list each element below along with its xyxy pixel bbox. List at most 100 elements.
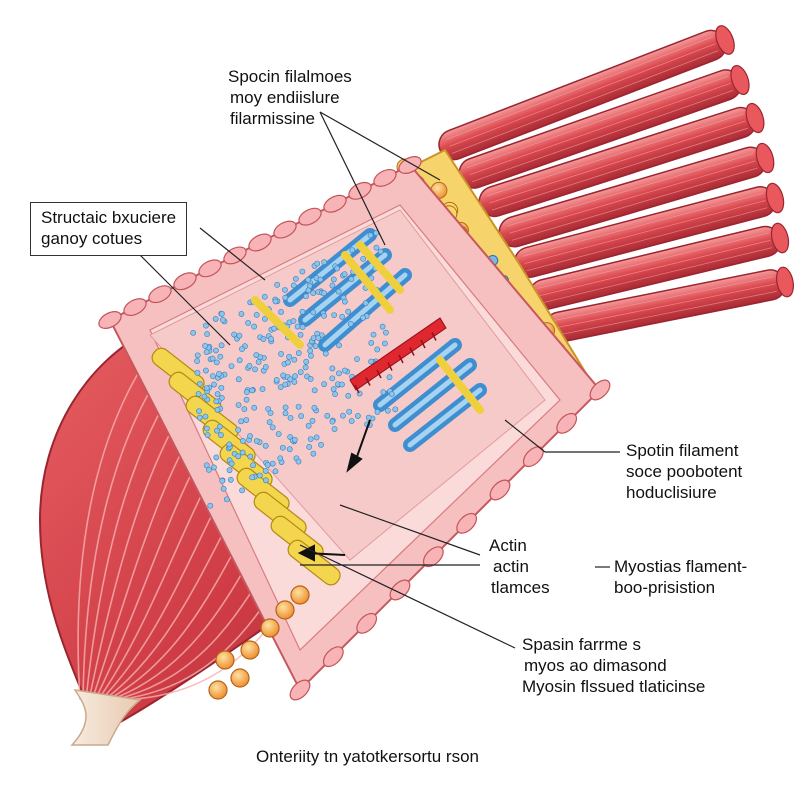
actin-dot <box>331 312 338 319</box>
fiber-end <box>730 64 750 96</box>
actin-dot <box>330 386 337 393</box>
actin-dot <box>329 375 336 382</box>
actin-dot <box>213 398 220 405</box>
actin-dot <box>272 298 279 305</box>
actin-dot <box>318 441 324 448</box>
myosin-rod <box>341 251 394 314</box>
actin-dot <box>226 467 233 474</box>
actin-dot <box>368 358 374 365</box>
actin-dot <box>249 387 256 394</box>
actin-dot <box>190 329 197 336</box>
actin-dot <box>282 287 288 293</box>
actin-dot <box>339 313 346 320</box>
fiber-striation <box>507 153 754 227</box>
actin-dot <box>214 391 221 397</box>
actin-dot <box>286 353 293 360</box>
actin-dot <box>236 357 243 364</box>
membrane-cell <box>522 446 544 468</box>
actin-dot <box>305 422 312 429</box>
actin-dot <box>299 308 306 315</box>
label-actin-line-3: tlamces <box>491 578 550 597</box>
myofibril-region <box>149 209 546 586</box>
actin-dot <box>204 432 211 439</box>
actin-dot <box>354 356 360 363</box>
label-spasin: Spasin farrme s myos ao dimasond Myosin … <box>522 634 705 697</box>
membrane-cell <box>148 285 172 304</box>
actin-dot <box>287 414 294 421</box>
muscle-fiber <box>528 222 790 311</box>
actin-dot <box>348 276 355 282</box>
actin-dot <box>360 314 366 321</box>
label-spotin-line-1: Spotin filament <box>626 441 739 460</box>
myosin-rod <box>436 356 484 414</box>
actin-dot <box>322 350 329 357</box>
myosin-head <box>409 347 415 356</box>
membrane-cell <box>273 220 297 239</box>
actin-dot <box>379 323 386 330</box>
fiber-striation <box>539 239 771 297</box>
loose-cells <box>208 585 310 700</box>
actin-dot <box>341 298 348 305</box>
actin-dot <box>299 268 306 275</box>
actin-dot <box>307 376 314 382</box>
actin-dot <box>201 393 208 400</box>
actin-dot <box>291 356 298 363</box>
fiber-striation <box>556 290 777 336</box>
actin-dot <box>266 419 273 426</box>
actin-dot <box>195 391 202 397</box>
fiber-striation <box>509 160 756 234</box>
actin-dot <box>286 446 293 453</box>
myosin-head <box>354 384 360 394</box>
actin-dot <box>384 407 391 414</box>
actin-dot <box>227 476 234 483</box>
actin-dot <box>308 352 314 359</box>
myosin-rod <box>251 296 304 349</box>
actin-dot <box>247 453 254 460</box>
actin-dot <box>299 324 306 330</box>
fiber-striation <box>446 36 714 140</box>
actin-dot <box>207 502 214 509</box>
actin-dot <box>219 477 226 484</box>
orange-cell <box>275 600 295 620</box>
membrane-cell <box>348 181 372 200</box>
fiber-striation <box>553 276 774 322</box>
myosin-head <box>398 354 404 364</box>
actin-dot <box>206 466 212 473</box>
actin-dot <box>203 367 209 374</box>
actin-dot <box>285 359 291 366</box>
actin-dot <box>335 288 342 295</box>
actin-dot <box>247 433 253 439</box>
actin-dot <box>209 373 216 380</box>
orange-cell <box>208 680 228 700</box>
actin-dot <box>236 332 243 339</box>
actin-dot <box>339 381 345 388</box>
actin-dot <box>235 453 242 460</box>
actin-dot <box>278 309 284 315</box>
actin-dot <box>252 366 258 373</box>
actin-dot <box>228 460 235 467</box>
actin-dot <box>292 373 298 380</box>
actin-rod-highlight <box>392 362 473 428</box>
actin-dot <box>381 340 388 347</box>
actin-dot <box>262 468 269 474</box>
label-spotin-line-2: soce poobotent <box>626 462 743 481</box>
membrane-cell <box>323 194 347 213</box>
actin-dot <box>303 358 310 365</box>
actin-dot <box>279 444 286 451</box>
actin-dot <box>297 369 304 376</box>
actin-dot <box>332 391 338 398</box>
actin-dot <box>239 346 245 352</box>
actin-dot <box>329 282 336 289</box>
fiber-striation <box>537 232 769 289</box>
label-actin-line-2: actin <box>493 557 529 576</box>
actin-dot <box>239 449 246 456</box>
actin-dot <box>249 474 255 481</box>
actin-dot <box>336 370 342 377</box>
actin-dot <box>271 325 278 332</box>
label-myostias-line-1: Myostias flament- <box>614 557 748 576</box>
actin-dot <box>311 387 318 394</box>
actin-dot <box>243 396 250 403</box>
actin-dot <box>360 255 367 262</box>
membrane-cell <box>98 311 122 329</box>
actin-dot <box>272 468 279 475</box>
